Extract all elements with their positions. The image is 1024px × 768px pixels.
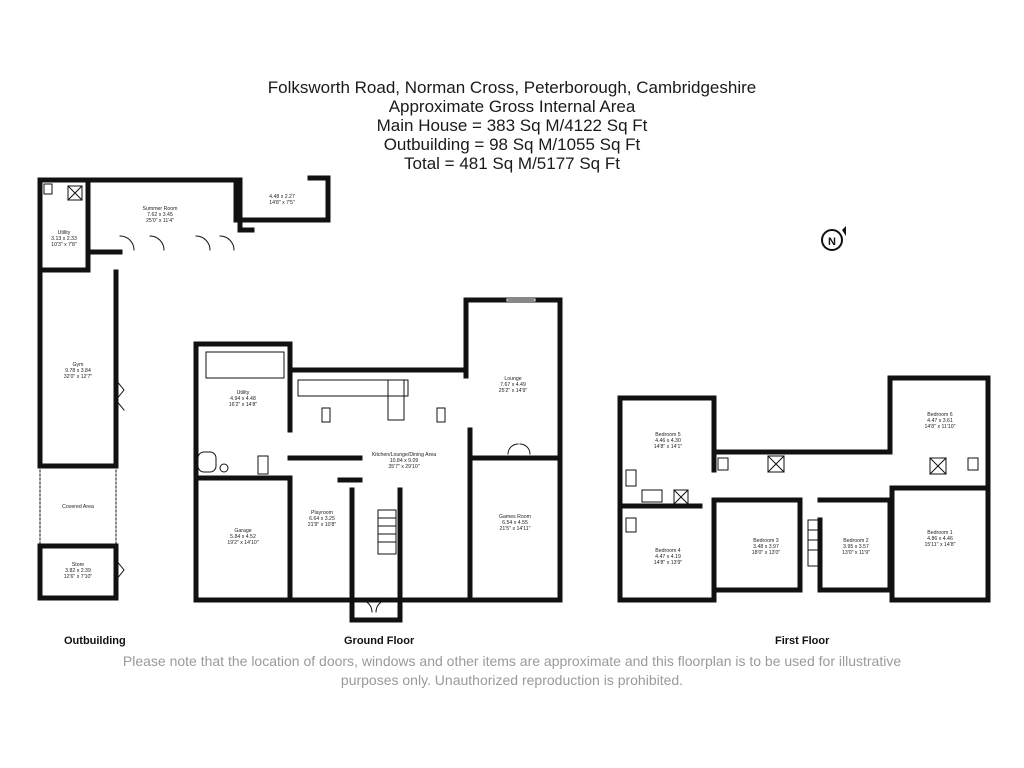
bedroom5-imperial: 14'8" x 14'1"	[654, 444, 683, 450]
games-room-imperial: 21'5" x 14'11"	[500, 526, 531, 532]
room-labels: Summer Room 7.62 x 3.45 25'0" x 11'4" 4.…	[51, 194, 955, 580]
gym-name: Gym	[73, 362, 84, 368]
address-title: Folksworth Road, Norman Cross, Peterboro…	[267, 78, 757, 97]
title-block: Folksworth Road, Norman Cross, Peterboro…	[0, 78, 1024, 173]
outbuilding-fixtures	[39, 183, 235, 581]
games-room-dims: 6.54 x 4.55	[502, 520, 528, 526]
bedroom3-name: Bedroom 3	[753, 538, 778, 544]
garage-dims: 5.84 x 4.52	[230, 534, 256, 540]
utility-name: Utility	[237, 390, 250, 396]
garage-imperial: 19'2" x 14'10"	[227, 540, 258, 546]
store-name: Store	[72, 562, 85, 568]
bedroom5-dims: 4.46 x 4.30	[655, 438, 681, 444]
ground-floor-walls	[193, 297, 563, 623]
summer-room-imperial: 25'0" x 11'4"	[146, 218, 174, 224]
store-dims: 3.82 x 2.39	[65, 568, 91, 574]
disclaimer: Please note that the location of doors, …	[0, 652, 1024, 690]
utility-out-name: Utility	[58, 230, 71, 236]
gym-imperial: 32'0" x 12'7"	[64, 374, 93, 380]
kitchen-imperial: 35'7" x 29'10"	[388, 464, 419, 470]
outbuilding-walls	[37, 175, 331, 601]
bedroom2-imperial: 13'0" x 11'9"	[842, 550, 870, 556]
bedroom3-imperial: 18'0" x 13'0"	[752, 550, 781, 556]
bedroom1-name: Bedroom 1	[927, 530, 952, 536]
lounge-imperial: 25'2" x 14'9"	[499, 388, 528, 394]
bedroom6-name: Bedroom 6	[927, 412, 952, 418]
store-imperial: 12'6" x 7'10"	[64, 574, 93, 580]
gym-dims: 9.78 x 3.84	[65, 368, 91, 374]
utility-out-dims: 3.13 x 2.33	[51, 236, 77, 242]
kitchen-dims: 10.84 x 9.09	[390, 458, 419, 464]
utility-imperial: 16'2" x 14'8"	[229, 402, 258, 408]
bedroom6-imperial: 14'8" x 11'10"	[925, 424, 956, 430]
summer-room-dims: 7.62 x 3.45	[147, 212, 173, 218]
garage-name: Garage	[234, 528, 251, 534]
utility-out-imperial: 10'3" x 7'8"	[51, 242, 77, 248]
bedroom5-name: Bedroom 5	[655, 432, 680, 438]
games-room-name: Games Room	[499, 514, 531, 520]
playroom-dims: 6.64 x 3.25	[309, 516, 335, 522]
ground-floor-fixtures	[197, 298, 536, 613]
lounge-name: Lounge	[504, 376, 521, 382]
store-top-dims: 4.48 x 2.27	[269, 194, 295, 200]
store-top-imperial: 14'8" x 7'5"	[269, 200, 295, 206]
covered-area-name: Covered Area	[62, 504, 94, 510]
area-heading: Approximate Gross Internal Area	[388, 97, 636, 116]
outbuilding-area: Outbuilding = 98 Sq M/1055 Sq Ft	[383, 135, 641, 154]
playroom-name: Playroom	[311, 510, 333, 516]
summer-room-name: Summer Room	[143, 206, 178, 212]
ground-floor-caption: Ground Floor	[344, 635, 415, 647]
bedroom1-imperial: 15'11" x 14'8"	[925, 542, 956, 548]
bedroom4-dims: 4.47 x 4.19	[655, 554, 681, 560]
kitchen-name: Kitchen/Lounge/Dining Area	[372, 452, 436, 458]
disclaimer-line-1: Please note that the location of doors, …	[122, 653, 902, 669]
bedroom1-dims: 4.86 x 4.46	[927, 536, 953, 542]
lounge-dims: 7.67 x 4.49	[500, 382, 526, 388]
playroom-imperial: 21'9" x 10'8"	[308, 522, 337, 528]
bedroom2-dims: 3.95 x 3.57	[843, 544, 869, 550]
main-house-area: Main House = 383 Sq M/4122 Sq Ft	[376, 116, 648, 135]
utility-dims: 4.94 x 4.48	[230, 396, 256, 402]
bedroom6-dims: 4.47 x 3.61	[927, 418, 953, 424]
first-floor-walls	[617, 375, 991, 603]
bedroom2-name: Bedroom 2	[843, 538, 868, 544]
first-floor-fixtures	[625, 455, 979, 567]
north-compass-icon: N	[821, 226, 846, 251]
disclaimer-line-2: purposes only. Unauthorized reproduction…	[340, 672, 684, 688]
bedroom3-dims: 3.48 x 3.97	[753, 544, 779, 550]
outbuilding-caption: Outbuilding	[64, 635, 126, 647]
first-floor-caption: First Floor	[775, 635, 830, 647]
compass-label: N	[828, 236, 836, 248]
total-area: Total = 481 Sq M/5177 Sq Ft	[404, 154, 620, 173]
bedroom4-name: Bedroom 4	[655, 548, 680, 554]
bedroom4-imperial: 14'8" x 13'9"	[654, 560, 683, 566]
